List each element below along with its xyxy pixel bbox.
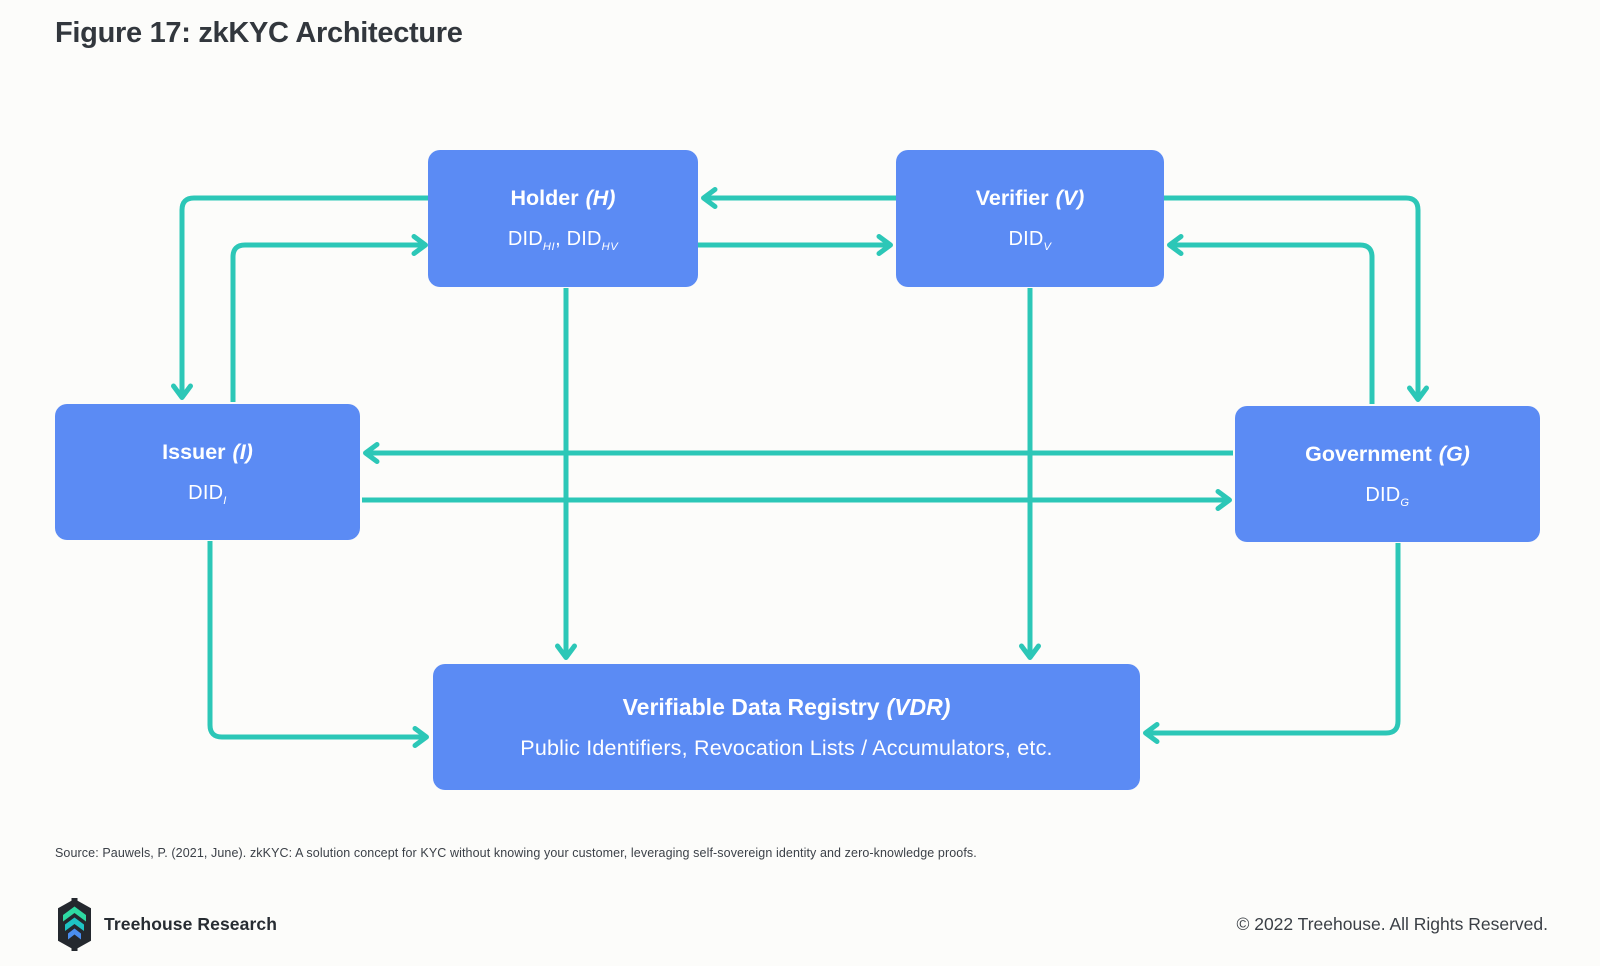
arrow-holder-to-issuer	[171, 195, 430, 400]
arrow-issuer-to-holder	[230, 234, 428, 402]
node-issuer: Issuer(I) DIDI	[55, 404, 360, 540]
arrow-government-to-vdr	[1143, 543, 1401, 744]
node-verifiable-data-registry: Verifiable Data Registry(VDR) Public Ide…	[433, 664, 1140, 790]
node-holder-did: DIDHI, DIDHV	[507, 228, 619, 254]
node-holder: Holder(H) DIDHI, DIDHV	[428, 150, 698, 287]
node-government-title: Government(G)	[1305, 441, 1470, 466]
node-government: Government(G) DIDG	[1235, 406, 1540, 542]
arrow-government-to-verifier	[1167, 234, 1375, 404]
node-issuer-title: Issuer(I)	[162, 439, 253, 464]
node-verifier-did: DIDV	[1008, 228, 1052, 254]
node-verifier-title: Verifier(V)	[975, 186, 1085, 210]
footer: Treehouse Research © 2022 Treehouse. All…	[0, 896, 1600, 952]
brand-lockup: Treehouse Research	[56, 897, 277, 951]
arrow-issuer-to-vdr	[207, 541, 429, 748]
node-vdr-subtitle: Public Identifiers, Revocation Lists / A…	[520, 735, 1053, 760]
figure-title: Figure 17: zkKYC Architecture	[55, 17, 463, 49]
node-vdr-title: Verifiable Data Registry(VDR)	[622, 693, 951, 720]
node-verifier: Verifier(V) DIDV	[896, 150, 1164, 287]
arrow-verifier-to-government	[1164, 195, 1429, 402]
node-issuer-did: DIDI	[188, 481, 227, 507]
source-citation: Source: Pauwels, P. (2021, June). zkKYC:…	[55, 846, 977, 860]
brand-name: Treehouse Research	[104, 913, 277, 934]
node-holder-title: Holder(H)	[510, 186, 616, 210]
copyright-text: © 2022 Treehouse. All Rights Reserved.	[1236, 913, 1548, 934]
node-government-did: DIDG	[1365, 483, 1410, 509]
treehouse-logo-icon	[58, 897, 91, 951]
